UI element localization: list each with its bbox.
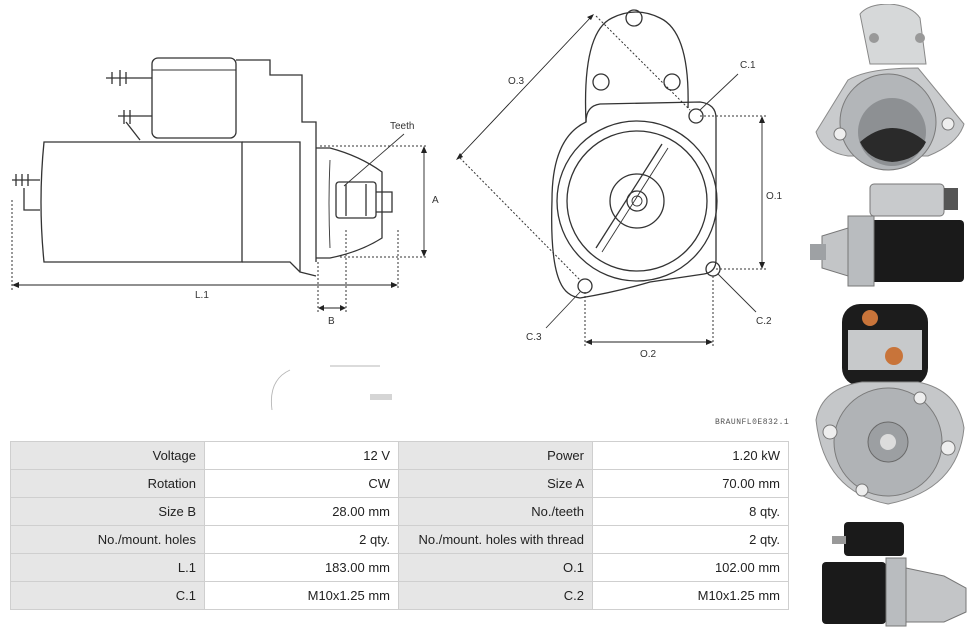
front-view-drawing: O.3 O.1 O.2 C.1 C.2 C.3 bbox=[456, 9, 783, 360]
spec-value: M10x1.25 mm bbox=[204, 581, 399, 610]
photo-side-view bbox=[810, 183, 964, 287]
photo-front-flange bbox=[815, 4, 965, 171]
product-photos bbox=[800, 0, 976, 636]
dimension-o1-label: O.1 bbox=[766, 191, 783, 202]
hole-c1-label: C.1 bbox=[740, 60, 756, 71]
spec-value: 70.00 mm bbox=[592, 469, 789, 498]
spec-key: No./teeth bbox=[398, 497, 593, 526]
photo-rear-view bbox=[815, 304, 965, 505]
dimension-o2-label: O.2 bbox=[640, 349, 657, 360]
dimension-a-label: A bbox=[432, 195, 439, 206]
dimension-l1-label: L.1 bbox=[195, 290, 209, 301]
watermark-text: BRAUNFL0E832.1 bbox=[715, 418, 790, 427]
hole-c3-label: C.3 bbox=[526, 332, 542, 343]
photo-other-side bbox=[822, 522, 967, 627]
teeth-label: Teeth bbox=[390, 121, 414, 132]
spec-value: 2 qty. bbox=[204, 525, 399, 554]
spec-key: No./mount. holes with thread bbox=[398, 525, 593, 554]
dimension-b-label: B bbox=[328, 316, 335, 327]
spec-value: 102.00 mm bbox=[592, 553, 789, 582]
spec-key: Size B bbox=[10, 497, 205, 526]
spec-value: 1.20 kW bbox=[592, 441, 789, 470]
spec-value: CW bbox=[204, 469, 399, 498]
side-view-drawing: Teeth A L.1 B bbox=[11, 57, 439, 327]
spec-key: C.2 bbox=[398, 581, 593, 610]
spec-value: 8 qty. bbox=[592, 497, 789, 526]
dimension-o3-label: O.3 bbox=[508, 76, 525, 87]
spec-value: 28.00 mm bbox=[204, 497, 399, 526]
spec-value: 183.00 mm bbox=[204, 553, 399, 582]
spec-key: Size A bbox=[398, 469, 593, 498]
technical-drawings: Teeth A L.1 B bbox=[11, 9, 783, 411]
spec-key: L.1 bbox=[10, 553, 205, 582]
hole-c2-label: C.2 bbox=[756, 316, 772, 327]
spec-value: M10x1.25 mm bbox=[592, 581, 789, 610]
spec-key: Voltage bbox=[10, 441, 205, 470]
spec-key: C.1 bbox=[10, 581, 205, 610]
spec-key: O.1 bbox=[398, 553, 593, 582]
spec-key: Power bbox=[398, 441, 593, 470]
scan-artifacts bbox=[270, 365, 392, 411]
spec-value: 2 qty. bbox=[592, 525, 789, 554]
spec-value: 12 V bbox=[204, 441, 399, 470]
spec-key: No./mount. holes bbox=[10, 525, 205, 554]
spec-key: Rotation bbox=[10, 469, 205, 498]
